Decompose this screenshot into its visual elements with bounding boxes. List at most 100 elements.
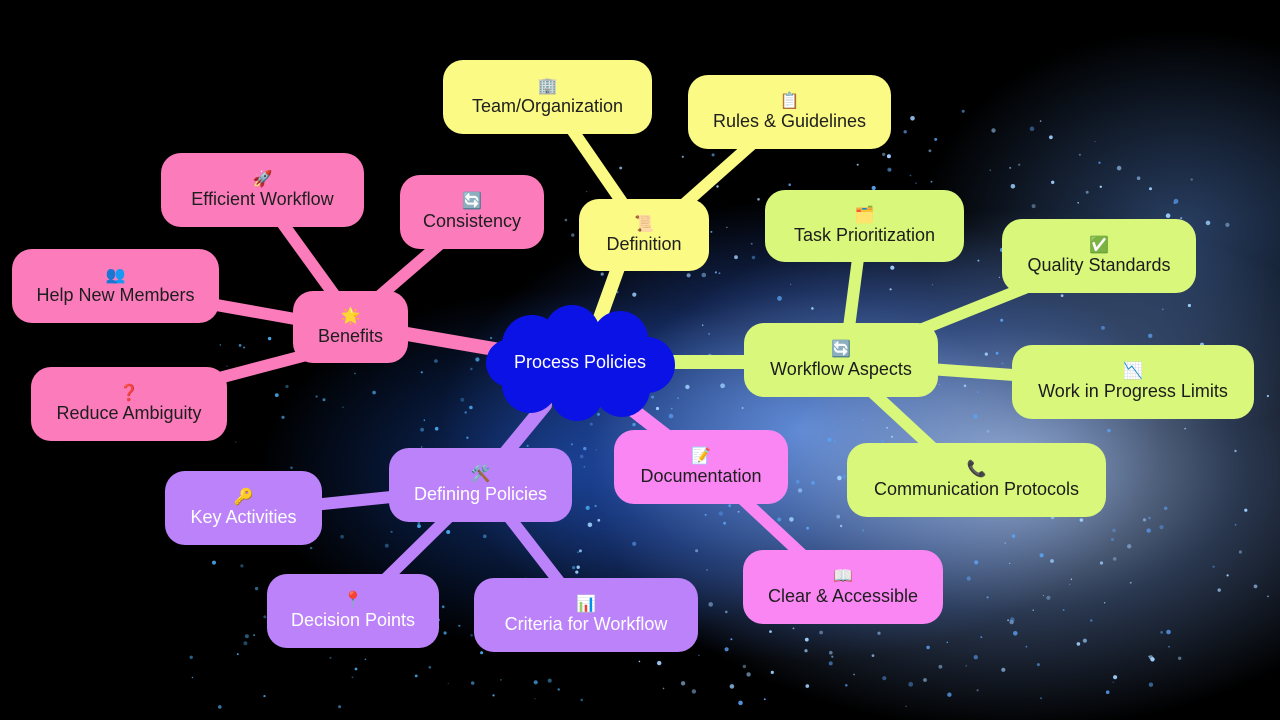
speck (235, 441, 237, 443)
node-label: Rules & Guidelines (712, 110, 867, 131)
speck (417, 524, 421, 528)
speck (811, 481, 815, 485)
refresh-icon: 🔄 (462, 192, 482, 210)
speck (1178, 656, 1182, 660)
speck (458, 624, 461, 627)
speck (698, 654, 700, 657)
speck (434, 426, 439, 431)
speck (837, 475, 842, 481)
root-label: Process Policies (513, 352, 647, 372)
node-rules-guidelines[interactable]: 📋 Rules & Guidelines (688, 75, 891, 149)
node-documentation[interactable]: 📝 Documentation (614, 430, 788, 504)
speck (587, 522, 593, 528)
speck (746, 672, 751, 677)
speck (557, 688, 560, 691)
speck (718, 272, 721, 275)
refresh-icon: 🔄 (831, 340, 851, 358)
node-task-prioritization[interactable]: 🗂️ Task Prioritization (765, 190, 964, 262)
speck (1025, 645, 1028, 648)
node-consistency[interactable]: 🔄 Consistency (400, 175, 544, 249)
speck (836, 514, 841, 519)
node-help-new-members[interactable]: 👥 Help New Members (12, 249, 219, 323)
node-defining-policies[interactable]: 🛠️ Defining Policies (389, 448, 572, 522)
speck (685, 384, 690, 390)
speck (716, 185, 719, 188)
speck (1244, 508, 1248, 512)
speck (420, 371, 423, 374)
speck (680, 681, 686, 686)
speck (1116, 165, 1122, 171)
speck (928, 149, 932, 153)
node-decision-points[interactable]: 📍 Decision Points (267, 574, 439, 648)
speck (963, 384, 967, 388)
people-icon: 👥 (105, 266, 126, 284)
speck (267, 336, 272, 341)
speck (805, 684, 810, 688)
speck (585, 505, 590, 510)
speck (244, 634, 249, 639)
speck (1039, 120, 1042, 122)
speck (594, 504, 597, 508)
node-benefits[interactable]: 🌟 Benefits (293, 291, 408, 363)
speck (1112, 528, 1116, 533)
node-efficient-workflow[interactable]: 🚀 Efficient Workflow (161, 153, 364, 227)
speck (1101, 326, 1105, 330)
speck (597, 518, 601, 522)
node-label: Benefits (317, 325, 384, 346)
speck (1112, 681, 1114, 683)
speck (1107, 428, 1111, 433)
node-label: Quality Standards (1027, 254, 1171, 275)
speck (742, 664, 747, 669)
node-criteria-for-workflow[interactable]: 📊 Criteria for Workflow (474, 578, 698, 652)
root-node-process-policies[interactable]: Process Policies (482, 305, 678, 421)
speck (597, 412, 600, 416)
speck (871, 185, 876, 191)
speck (583, 446, 587, 451)
node-label: Defining Policies (413, 483, 548, 504)
speck (218, 705, 222, 709)
speck (842, 474, 847, 479)
speck (578, 549, 582, 553)
node-clear-accessible[interactable]: 📖 Clear & Accessible (743, 550, 943, 624)
speck (977, 259, 980, 262)
node-label: Team/Organization (471, 95, 624, 116)
speck (662, 687, 665, 690)
speck (819, 630, 823, 635)
speck (973, 655, 978, 660)
node-work-in-progress-limits[interactable]: 📉 Work in Progress Limits (1012, 345, 1254, 419)
speck (315, 395, 318, 398)
speck (804, 649, 808, 653)
speck (285, 384, 289, 389)
speck (984, 352, 988, 356)
speck (236, 653, 239, 656)
speck (1225, 222, 1230, 227)
speck (446, 530, 451, 534)
speck (1000, 318, 1004, 322)
speck (708, 602, 713, 607)
speck (471, 681, 475, 685)
node-team-organization[interactable]: 🏢 Team/Organization (443, 60, 652, 134)
node-quality-standards[interactable]: ✅ Quality Standards (1002, 219, 1196, 293)
speck (274, 393, 279, 397)
speck (827, 437, 832, 442)
speck (965, 665, 967, 667)
speck (882, 152, 886, 157)
speck (923, 678, 927, 682)
speck (1149, 187, 1152, 191)
speck (1051, 180, 1055, 184)
node-definition[interactable]: 📜 Definition (579, 199, 709, 271)
speck (880, 439, 885, 443)
speck (1129, 581, 1132, 584)
speck (910, 116, 915, 121)
node-key-activities[interactable]: 🔑 Key Activities (165, 471, 322, 545)
speck (338, 705, 341, 709)
node-communication-protocols[interactable]: 📞 Communication Protocols (847, 443, 1106, 517)
node-reduce-ambiguity[interactable]: ❓ Reduce Ambiguity (31, 367, 227, 441)
speck (490, 336, 493, 340)
speck (730, 638, 733, 641)
speck (856, 163, 859, 166)
node-workflow-aspects[interactable]: 🔄 Workflow Aspects (744, 323, 938, 397)
memo-icon: 📝 (691, 447, 711, 465)
speck (1062, 609, 1065, 611)
speck (263, 694, 266, 698)
